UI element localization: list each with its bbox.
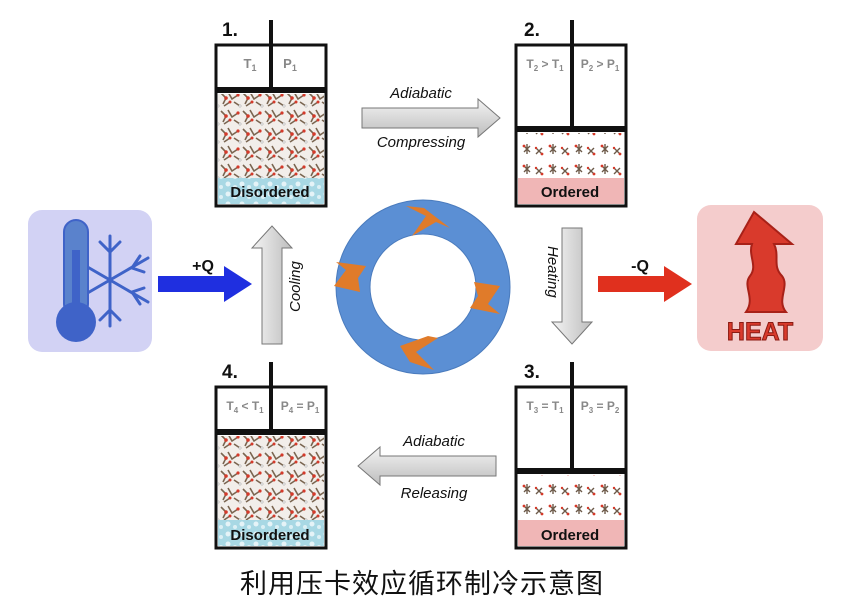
stage-2-number: 2. — [524, 20, 540, 41]
thermometer-snowflake-icon — [28, 210, 152, 352]
release-arrow: Adiabatic Releasing — [357, 433, 497, 502]
stage-4-state-label: Disordered — [230, 527, 309, 544]
stage-2-temperature: T2 > T1 — [526, 57, 564, 73]
heating-arrow: Heating — [544, 227, 594, 345]
cycle-ring — [334, 199, 511, 375]
absorb-heat-label: +Q — [192, 258, 214, 275]
release-label-bottom: Releasing — [401, 485, 468, 502]
stage-3-temperature: T3 = T1 — [526, 399, 564, 415]
stage-4-cylinder: 4. Disordered T4 < T1 P4 = P1 — [214, 362, 328, 550]
stage-4-pressure: P4 = P1 — [281, 399, 320, 415]
absorb-heat-arrow: +Q — [158, 258, 252, 302]
cycle-chevron-icon — [400, 336, 438, 370]
stage-4-number: 4. — [222, 362, 238, 383]
heat-icon-text: HEAT — [727, 318, 793, 346]
cooling-label: Cooling — [287, 260, 304, 312]
stage-2-cylinder: 2. Ordered T2 > T1 P2 > P1 — [514, 20, 628, 208]
compress-arrow: Adiabatic Compressing — [361, 85, 501, 151]
compress-label-top: Adiabatic — [389, 85, 452, 102]
stage-1-number: 1. — [222, 20, 238, 41]
stage-1-cylinder: 1. Disordered T1 P1 — [214, 20, 328, 208]
diagram-caption: 利用压卡效应循环制冷示意图 — [240, 569, 604, 600]
stage-1-temperature: T1 — [244, 56, 257, 73]
stage-2-state-label: Ordered — [541, 184, 599, 201]
cooling-arrow: Cooling — [250, 225, 304, 345]
release-heat-label: -Q — [631, 258, 649, 275]
stage-2-pressure: P2 > P1 — [581, 57, 620, 73]
stage-3-pressure: P3 = P2 — [581, 399, 620, 415]
stage-3-cylinder: 3. Ordered T3 = T1 P3 = P2 — [514, 362, 628, 550]
compress-label-bottom: Compressing — [377, 134, 466, 151]
release-label-top: Adiabatic — [402, 433, 465, 450]
cycle-chevron-icon — [406, 206, 450, 236]
stage-3-number: 3. — [524, 362, 540, 383]
stage-1-state-label: Disordered — [230, 184, 309, 201]
stage-1-pressure: P1 — [283, 56, 297, 73]
heat-flame-icon: HEAT — [697, 205, 823, 351]
stage-4-temperature: T4 < T1 — [226, 399, 264, 415]
cycle-chevron-icon — [334, 262, 366, 292]
cycle-chevron-icon — [470, 282, 500, 314]
stage-3-state-label: Ordered — [541, 527, 599, 544]
heating-label: Heating — [544, 246, 561, 298]
release-heat-arrow: -Q — [598, 258, 692, 302]
